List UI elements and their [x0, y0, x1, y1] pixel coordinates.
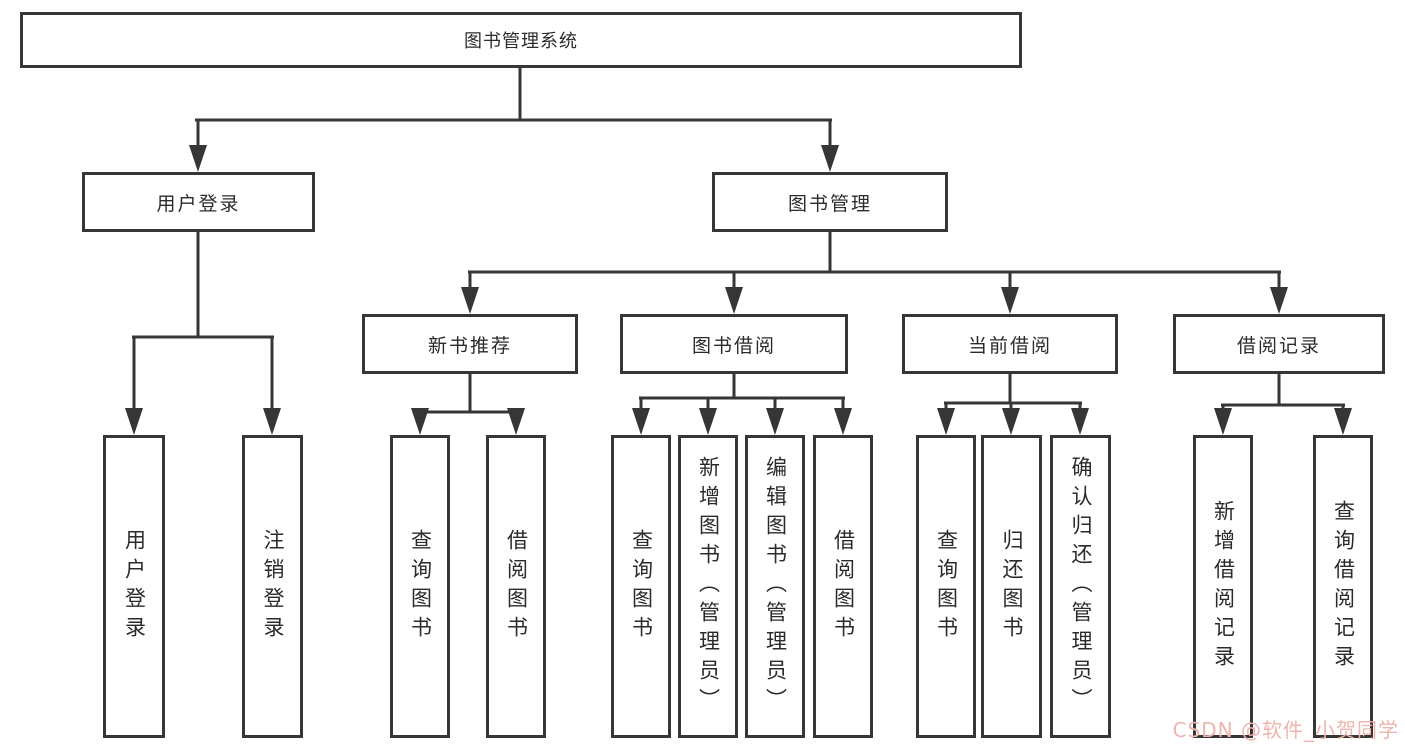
leaf-query-borrow-record: 查询借阅记录	[1313, 435, 1373, 738]
leaf-label: 编辑图书（管理员）	[763, 456, 788, 717]
leaf-label: 借阅图书	[504, 528, 529, 645]
node-current-borrow: 当前借阅	[902, 314, 1118, 374]
leaf-label: 用户登录	[122, 528, 147, 645]
leaf-query-books-current: 查询图书	[916, 435, 976, 738]
node-book-borrow: 图书借阅	[620, 314, 848, 374]
leaf-logout: 注销登录	[242, 435, 303, 738]
leaf-edit-books-admin: 编辑图书（管理员）	[745, 435, 805, 738]
leaf-label: 新增借阅记录	[1211, 499, 1236, 674]
node-root: 图书管理系统	[20, 12, 1022, 68]
leaf-add-books-admin: 新增图书（管理员）	[678, 435, 738, 738]
node-label: 用户登录	[156, 192, 241, 215]
leaf-label: 查询借阅记录	[1331, 499, 1356, 674]
leaf-label: 注销登录	[261, 528, 285, 645]
leaf-label: 借阅图书	[831, 528, 856, 645]
leaf-borrow-books-recommend: 借阅图书	[486, 435, 546, 738]
node-borrow-records: 借阅记录	[1173, 314, 1385, 374]
arrowheads	[125, 145, 1352, 435]
node-user-login: 用户登录	[82, 172, 315, 232]
csdn-watermark: CSDN @软件_小贺同学	[1172, 718, 1399, 742]
leaf-confirm-return-admin: 确认归还（管理员）	[1050, 435, 1111, 738]
node-label: 图书借阅	[691, 334, 776, 357]
node-root-label: 图书管理系统	[464, 31, 578, 52]
node-new-book-recommend: 新书推荐	[362, 314, 578, 374]
leaf-return-books: 归还图书	[981, 435, 1042, 738]
leaf-label: 查询图书	[934, 528, 959, 645]
node-label: 图书管理	[787, 192, 872, 215]
leaf-label: 查询图书	[408, 528, 433, 645]
node-label: 新书推荐	[427, 334, 512, 357]
leaf-label: 确认归还（管理员）	[1069, 456, 1093, 717]
node-label: 借阅记录	[1236, 334, 1321, 357]
leaf-label: 查询图书	[629, 528, 654, 645]
leaf-user-login: 用户登录	[103, 435, 165, 738]
leaf-query-books-recommend: 查询图书	[390, 435, 450, 738]
leaf-add-borrow-record: 新增借阅记录	[1193, 435, 1253, 738]
node-label: 当前借阅	[967, 334, 1052, 357]
leaf-label: 新增图书（管理员）	[696, 456, 721, 717]
node-book-management: 图书管理	[712, 172, 948, 232]
leaf-query-books-borrow: 查询图书	[611, 435, 671, 738]
leaf-label: 归还图书	[1000, 528, 1024, 645]
leaf-borrow-books: 借阅图书	[813, 435, 873, 738]
